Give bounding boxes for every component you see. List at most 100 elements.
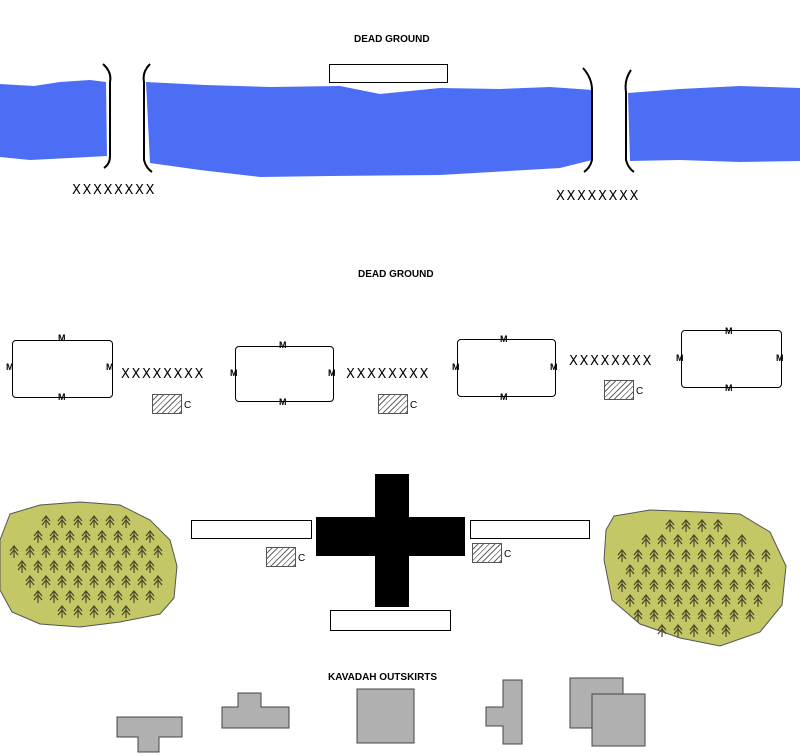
tree-icon	[633, 579, 643, 592]
tree-icon	[721, 564, 731, 577]
tree-icon	[145, 590, 155, 603]
tree-icon	[761, 579, 771, 592]
tree-icon	[625, 564, 635, 577]
tree-icon	[33, 530, 43, 543]
tree-icon	[657, 594, 667, 607]
tree-icon	[673, 624, 683, 637]
building-2	[221, 692, 290, 729]
tree-icon	[49, 560, 59, 573]
bridge-east	[582, 67, 635, 173]
town-label: KAVADAH OUTSKIRTS	[328, 672, 438, 683]
tree-icon	[665, 549, 675, 562]
cache-label: C	[504, 549, 512, 560]
river-segment-east	[628, 86, 800, 162]
tree-icon	[713, 549, 723, 562]
strongpoint-marker: M	[58, 392, 66, 402]
trees-east	[617, 519, 771, 637]
tree-icon	[705, 594, 715, 607]
tree-icon	[113, 590, 123, 603]
tree-icon	[9, 545, 19, 558]
town-buildings	[116, 677, 646, 753]
tree-icon	[681, 549, 691, 562]
cache-symbol	[604, 380, 634, 400]
strongpoint	[681, 330, 782, 388]
tree-icon	[617, 549, 627, 562]
building-4	[485, 679, 523, 745]
tree-icon	[689, 594, 699, 607]
position-bar-right	[470, 520, 590, 539]
tree-icon	[713, 519, 723, 532]
tree-icon	[153, 575, 163, 588]
tree-icon	[761, 549, 771, 562]
tree-icon	[73, 515, 83, 528]
cache-symbol	[266, 547, 296, 567]
tree-icon	[89, 545, 99, 558]
strongpoint-marker: M	[230, 368, 238, 378]
tree-icon	[633, 609, 643, 622]
tree-icon	[73, 545, 83, 558]
tree-icon	[137, 545, 147, 558]
tree-icon	[673, 564, 683, 577]
tree-icon	[73, 605, 83, 618]
tree-icon	[649, 609, 659, 622]
tree-icon	[673, 594, 683, 607]
tree-icon	[649, 579, 659, 592]
tree-icon	[97, 560, 107, 573]
tree-icon	[737, 594, 747, 607]
tree-icon	[729, 609, 739, 622]
tree-icon	[105, 575, 115, 588]
tree-icon	[665, 579, 675, 592]
tree-icon	[657, 564, 667, 577]
river-segment-west	[0, 80, 107, 160]
tree-icon	[625, 594, 635, 607]
wire-obstacle: XXXXXXXX	[569, 354, 654, 369]
tree-icon	[49, 530, 59, 543]
strongpoint-marker: M	[6, 362, 14, 372]
tree-icon	[689, 534, 699, 547]
strongpoint-marker: M	[550, 362, 558, 372]
strongpoint-marker: M	[106, 362, 114, 372]
dead-ground-label-mid: DEAD GROUND	[358, 269, 434, 280]
position-bar-top	[329, 64, 448, 83]
tree-icon	[721, 624, 731, 637]
strongpoint	[12, 340, 113, 398]
cache-label: C	[636, 386, 644, 397]
tree-icon	[729, 579, 739, 592]
tree-icon	[57, 515, 67, 528]
tree-icon	[121, 575, 131, 588]
tree-icon	[41, 545, 51, 558]
tree-icon	[689, 564, 699, 577]
tree-icon	[681, 609, 691, 622]
tree-icon	[753, 594, 763, 607]
wire-obstacle: XXXXXXXX	[72, 183, 157, 198]
tree-icon	[721, 534, 731, 547]
wire-obstacle: XXXXXXXX	[346, 367, 431, 382]
tree-icon	[17, 560, 27, 573]
tree-icon	[105, 515, 115, 528]
tree-icon	[697, 579, 707, 592]
tree-icon	[49, 590, 59, 603]
tree-icon	[81, 590, 91, 603]
tree-icon	[97, 530, 107, 543]
tree-icon	[705, 624, 715, 637]
cache-symbol	[472, 543, 502, 563]
strongpoint-marker: M	[279, 340, 287, 350]
tree-icon	[113, 560, 123, 573]
tree-icon	[89, 575, 99, 588]
tree-icon	[641, 534, 651, 547]
tree-icon	[753, 564, 763, 577]
tree-icon	[745, 549, 755, 562]
tree-icon	[705, 534, 715, 547]
building-1	[116, 716, 183, 753]
strongpoint-marker: M	[500, 392, 508, 402]
tree-icon	[697, 519, 707, 532]
strongpoint-marker: M	[452, 362, 460, 372]
strongpoint-marker: M	[725, 326, 733, 336]
tree-icon	[705, 564, 715, 577]
tree-icon	[713, 579, 723, 592]
tree-icon	[65, 560, 75, 573]
tree-icon	[57, 545, 67, 558]
strongpoint-marker: M	[328, 368, 336, 378]
tree-icon	[121, 515, 131, 528]
